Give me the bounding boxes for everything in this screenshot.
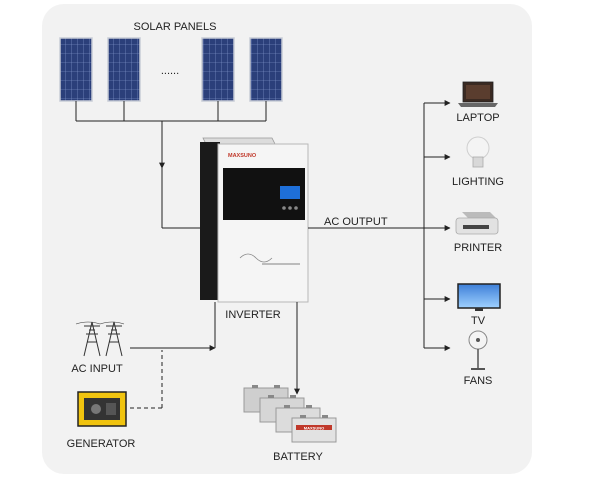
ac-input-wiring [130, 302, 216, 351]
fan-device: FANS [464, 330, 493, 387]
solar-panels-label: SOLAR PANELS [134, 21, 217, 33]
ac-output-label: AC OUTPUT [324, 216, 388, 228]
ac-input-label: AC INPUT [71, 363, 123, 375]
inverter-unit: MAXSUNO INVERTER [200, 137, 309, 321]
inverter-button-2 [288, 206, 292, 210]
solar-panel-1 [59, 37, 93, 102]
solar-panel-4 [249, 37, 283, 102]
solar-wiring [75, 101, 267, 229]
inverter-brand-logo: MAXSUNO [228, 153, 257, 159]
fans-label: FANS [464, 375, 493, 387]
solar-panel-ellipsis: ...... [161, 65, 179, 77]
inverter-screen [280, 186, 300, 199]
laptop-label: LAPTOP [456, 112, 499, 124]
battery-brand-logo: MAXSUNO [304, 426, 324, 431]
battery-unit-4: MAXSUNO [291, 415, 337, 443]
ac-output-wiring [308, 100, 451, 351]
solar-panel-3 [201, 37, 235, 102]
inverter-side [200, 142, 220, 300]
laptop-device: LAPTOP [456, 81, 500, 124]
battery-label: BATTERY [273, 451, 323, 463]
lighting-label: LIGHTING [452, 176, 504, 188]
inverter-body [217, 143, 309, 303]
generator-wiring [130, 350, 163, 409]
generator-label: GENERATOR [67, 438, 136, 450]
ac-input-towers [75, 321, 125, 357]
generator-device: GENERATOR [67, 391, 136, 450]
tv-label: TV [471, 315, 486, 327]
solar-panels-group: SOLAR PANELS ...... [59, 21, 283, 102]
battery-bank: MAXSUNO BATTERY [243, 385, 337, 463]
solar-panel-2 [107, 37, 141, 102]
inverter-label: INVERTER [225, 309, 280, 321]
tv-device: TV [457, 283, 501, 327]
inverter-button-1 [282, 206, 286, 210]
lighting-device: LIGHTING [452, 136, 504, 188]
printer-device: PRINTER [454, 212, 502, 254]
printer-label: PRINTER [454, 242, 502, 254]
inverter-wave-decoration [239, 253, 273, 263]
inverter-button-3 [294, 206, 298, 210]
